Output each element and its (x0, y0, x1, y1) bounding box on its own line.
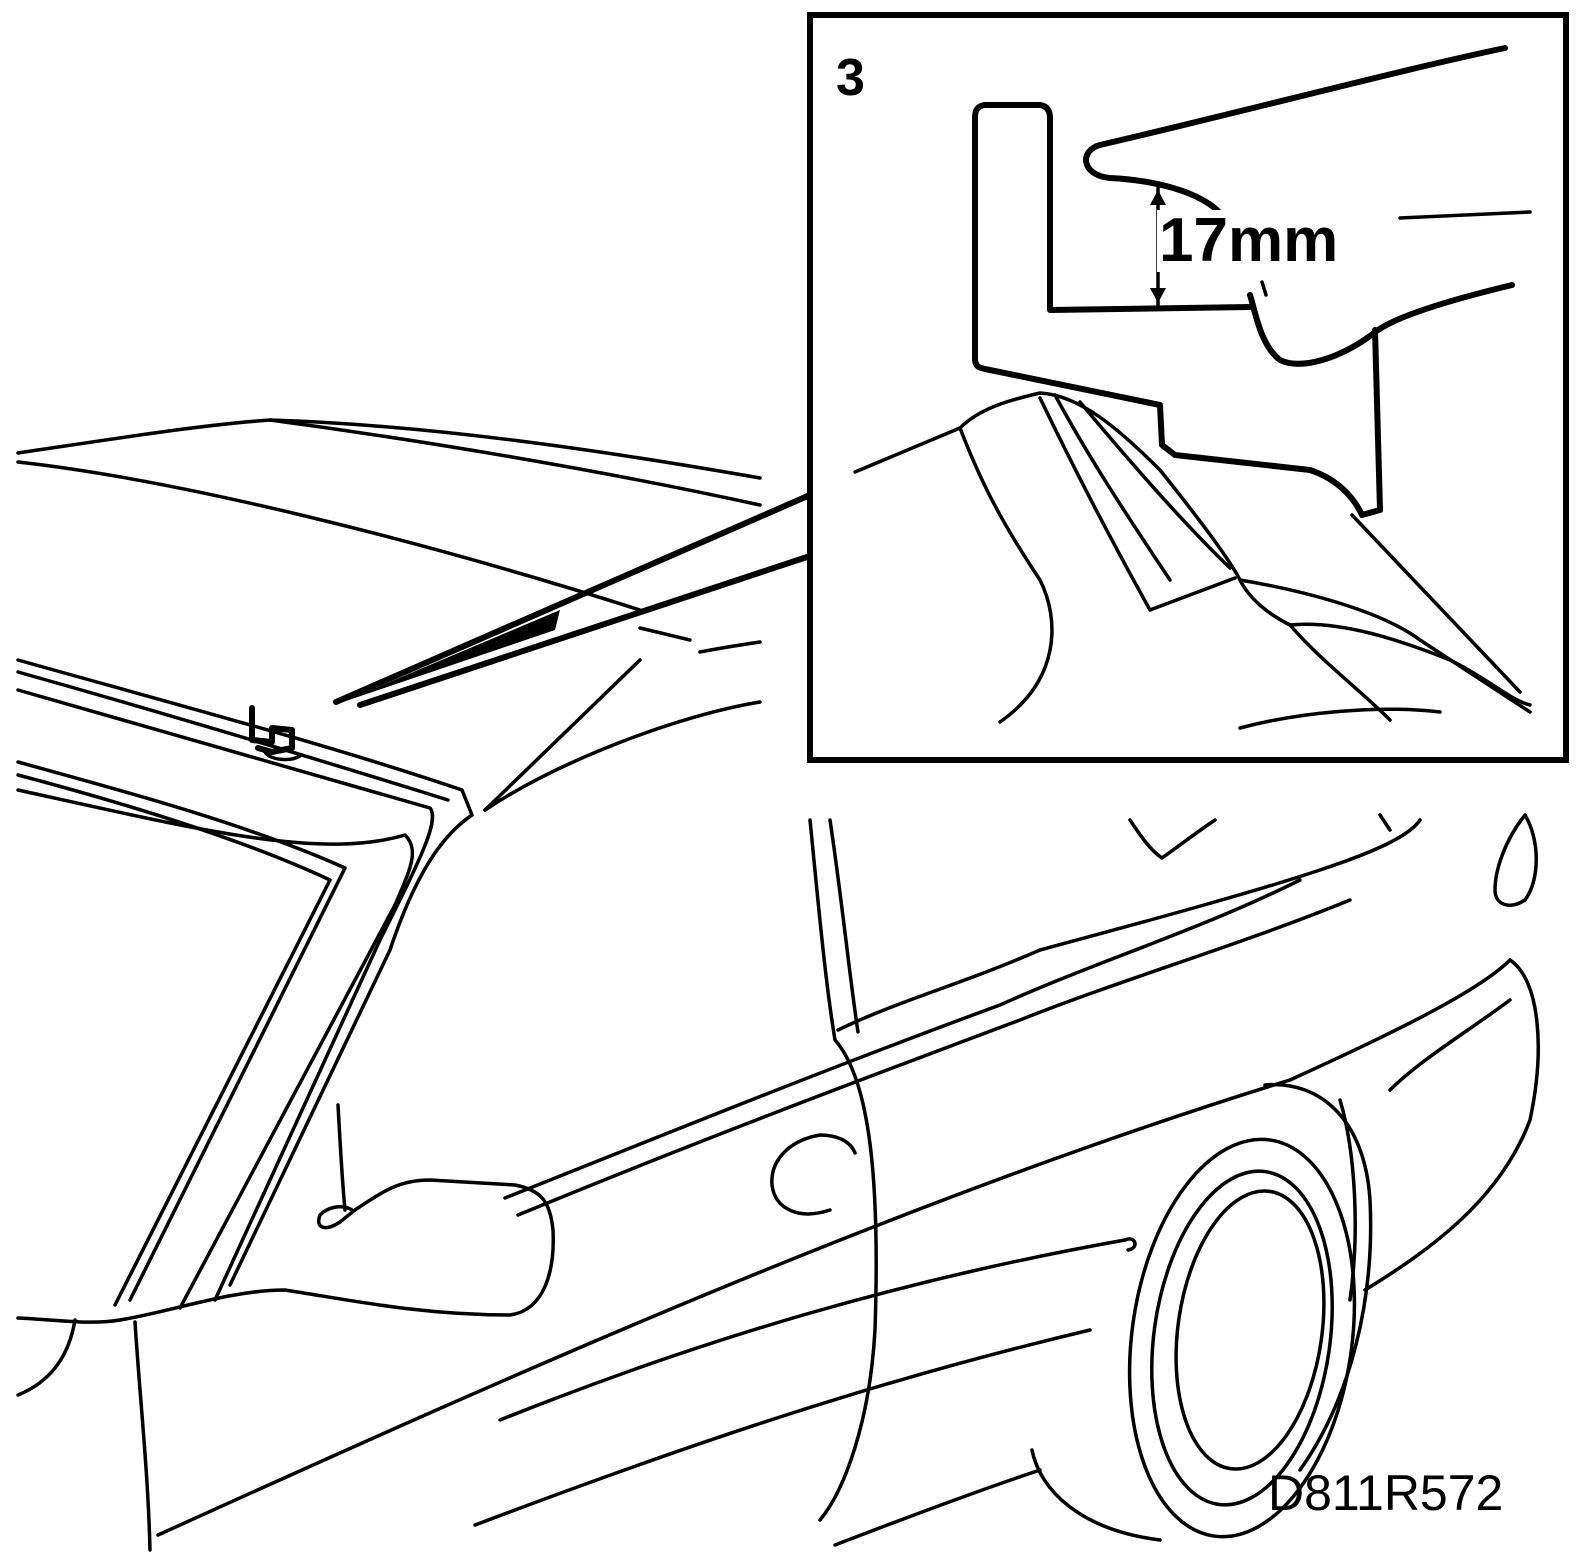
roof-lines (16, 418, 762, 812)
step-number: 3 (836, 49, 865, 107)
roof-clip (249, 705, 302, 762)
detail-inset-frame (807, 12, 1569, 763)
detail-inset-drawing (853, 45, 1532, 730)
rear-window-frame (16, 658, 642, 1310)
fuel-cap-outline (770, 1133, 857, 1216)
leader-line (333, 492, 813, 708)
tail-section-lines (16, 1103, 555, 1552)
body-side-lines (156, 813, 1540, 1547)
rear-wheel (1030, 1082, 1373, 1542)
dimension-label: 17mm (1157, 206, 1341, 275)
figure-code: D811R572 (1268, 1465, 1504, 1521)
